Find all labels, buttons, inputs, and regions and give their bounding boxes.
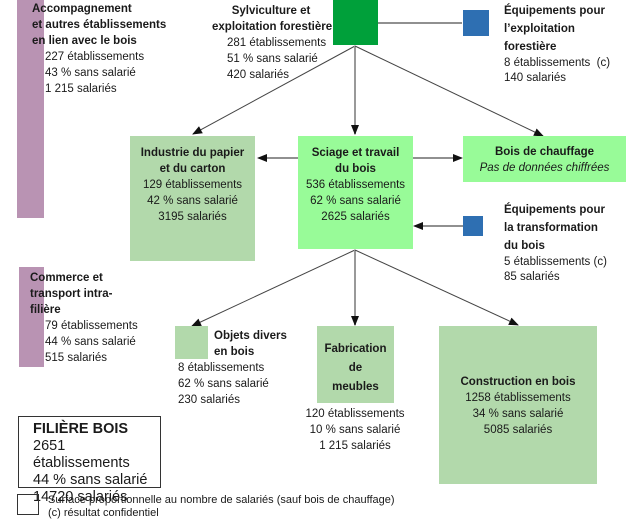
summary-salaries: 14720 salariés bbox=[33, 489, 128, 505]
sciage-salaries: 2625 salariés bbox=[321, 211, 390, 223]
objets-etablissements: 8 établissements bbox=[178, 362, 265, 374]
summary-etablissements: 2651 établissements bbox=[33, 438, 130, 471]
sciage-title-2: du bois bbox=[335, 163, 376, 175]
equip-transformation-title-3: du bois bbox=[504, 240, 545, 252]
construction-title: Construction en bois bbox=[460, 376, 576, 388]
commerce-salaries: 515 salariés bbox=[45, 352, 108, 364]
legend-confidential-note: (c) résultat confidentiel bbox=[48, 506, 159, 519]
sciage-title-1: Sciage et travail bbox=[311, 147, 400, 159]
meubles-title-2: de bbox=[348, 362, 363, 374]
accompagnement-bar bbox=[17, 0, 44, 218]
node-commerce: Commerce et transport intra- filière 79 … bbox=[30, 270, 138, 366]
commerce-sans-salarie: 44 % sans salarié bbox=[45, 336, 136, 348]
sylviculture-sans-salarie: 51 % sans salarié bbox=[227, 53, 318, 65]
accompagnement-title-1: Accompagnement bbox=[32, 3, 132, 15]
arrow-sciage-to-objets bbox=[191, 249, 356, 327]
summary-title: FILIÈRE BOIS bbox=[33, 421, 129, 437]
commerce-title-3: filière bbox=[30, 304, 61, 316]
node-construction: Construction en bois 1258 établissements… bbox=[439, 326, 597, 484]
objets-box bbox=[175, 326, 208, 359]
sylviculture-box bbox=[333, 0, 378, 45]
papier-salaries: 3195 salariés bbox=[158, 211, 227, 223]
accompagnement-salaries: 1 215 salariés bbox=[45, 83, 117, 95]
construction-etablissements: 1258 établissements bbox=[465, 392, 571, 404]
arrow-sylviculture-to-chauffage bbox=[354, 45, 544, 137]
equip-transformation-etablissements: 5 établissements (c) bbox=[504, 256, 607, 268]
objets-title-2: en bois bbox=[214, 346, 255, 358]
equip-exploitation-etablissements: 8 établissements (c) bbox=[504, 57, 611, 69]
sylviculture-title-1: Sylviculture et bbox=[231, 5, 311, 17]
arrow-sylviculture-to-papier bbox=[192, 45, 356, 135]
legend-square bbox=[17, 494, 39, 515]
papier-title-1: Industrie du papier bbox=[140, 147, 245, 159]
accompagnement-etablissements: 227 établissements bbox=[45, 51, 145, 63]
sciage-sans-salarie: 62 % sans salarié bbox=[310, 195, 401, 207]
node-equip-exploitation: Équipements pour l’exploitation forestiè… bbox=[504, 2, 610, 86]
objets-salaries: 230 salariés bbox=[178, 394, 241, 406]
accompagnement-title-2: et autres établissements bbox=[32, 19, 167, 31]
equip-transformation-salaries: 85 salariés bbox=[504, 271, 560, 283]
meubles-salaries: 1 215 salariés bbox=[319, 440, 391, 452]
legend: Surface proportionnelle au nombre de sal… bbox=[48, 494, 395, 519]
papier-title-2: et du carton bbox=[159, 163, 226, 175]
equip-exploitation-salaries: 140 salariés bbox=[504, 72, 567, 84]
meubles-etablissements: 120 établissements bbox=[305, 408, 405, 420]
commerce-title-1: Commerce et bbox=[30, 272, 103, 284]
arrow-sciage-to-construction bbox=[354, 249, 519, 326]
node-accompagnement: Accompagnement et autres établissements … bbox=[32, 1, 166, 97]
equip-transformation-title-1: Équipements pour bbox=[504, 204, 605, 216]
node-equip-transformation: Équipements pour la transformation du bo… bbox=[504, 201, 607, 285]
papier-etablissements: 129 établissements bbox=[142, 179, 243, 191]
meubles-box: Fabrication de meubles bbox=[317, 326, 394, 403]
sylviculture-salaries: 420 salariés bbox=[227, 69, 290, 81]
equip-exploitation-title-1: Équipements pour bbox=[504, 5, 605, 17]
sciage-etablissements: 536 établissements bbox=[305, 179, 406, 191]
node-sciage: Sciage et travail du bois 536 établissem… bbox=[298, 136, 413, 249]
equip-transformation-title-2: la transformation bbox=[504, 222, 598, 234]
commerce-bar bbox=[19, 267, 44, 367]
objets-sans-salarie: 62 % sans salarié bbox=[178, 378, 269, 390]
equip-exploitation-title-3: forestière bbox=[504, 41, 557, 53]
node-papier: Industrie du papier et du carton 129 éta… bbox=[130, 136, 255, 261]
objets-title-1: Objets divers bbox=[214, 330, 287, 342]
summary-sans-salarie: 44 % sans salarié bbox=[33, 472, 148, 488]
accompagnement-sans-salarie: 43 % sans salarié bbox=[45, 67, 136, 79]
node-chauffage: Bois de chauffage Pas de données chiffré… bbox=[463, 136, 626, 182]
meubles-sans-salarie: 10 % sans salarié bbox=[309, 424, 401, 436]
node-meubles: 120 établissements 10 % sans salarié 1 2… bbox=[290, 406, 420, 454]
commerce-etablissements: 79 établissements bbox=[45, 320, 138, 332]
summary-box: FILIÈRE BOIS 2651 établissements 44 % sa… bbox=[18, 416, 161, 505]
equip-exploitation-title-2: l’exploitation bbox=[504, 23, 575, 35]
legend-surface-note: Surface proportionnelle au nombre de sal… bbox=[48, 494, 395, 506]
equip-exploitation-box bbox=[463, 10, 489, 36]
sylviculture-title-2: exploitation forestière bbox=[212, 21, 333, 33]
papier-sans-salarie: 42 % sans salarié bbox=[147, 195, 238, 207]
meubles-title-1: Fabrication bbox=[324, 343, 387, 355]
meubles-title-3: meubles bbox=[332, 381, 379, 393]
construction-sans-salarie: 34 % sans salarié bbox=[472, 408, 564, 420]
construction-salaries: 5085 salariés bbox=[483, 424, 553, 436]
accompagnement-title-3: en lien avec le bois bbox=[32, 35, 137, 47]
sylviculture-etablissements: 281 établissements bbox=[227, 37, 327, 49]
commerce-title-2: transport intra- bbox=[30, 288, 113, 300]
chauffage-note: Pas de données chiffrées bbox=[479, 162, 610, 174]
node-sylviculture: Sylviculture et exploitation forestière … bbox=[212, 3, 333, 83]
node-objets: Objets divers en bois 8 établissements 6… bbox=[178, 328, 287, 408]
chauffage-title: Bois de chauffage bbox=[494, 146, 595, 158]
equip-transformation-box bbox=[463, 216, 483, 236]
